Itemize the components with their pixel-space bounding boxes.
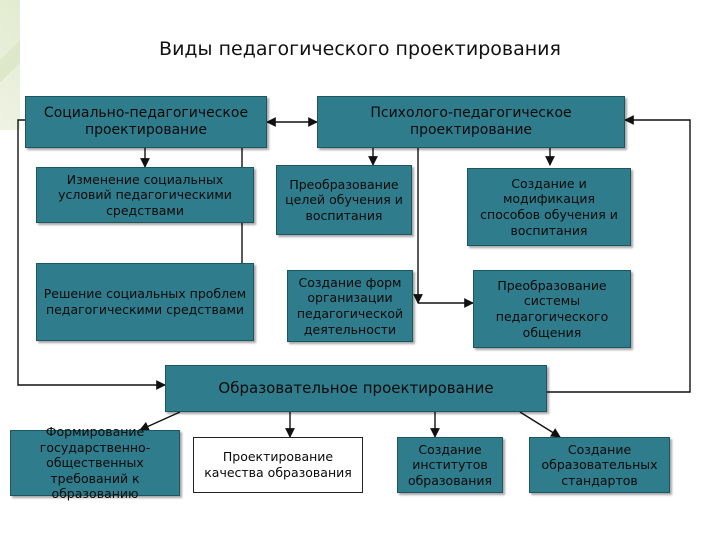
box-goals: Преобразование целей обучения и воспитан… <box>276 165 412 235</box>
arrow-psycho-educational <box>547 115 691 393</box>
box-social-conditions: Изменение социальных условий педагогичес… <box>36 167 254 223</box>
box-educational-design: Образовательное проектирование <box>165 365 547 412</box>
box-methods: Создание и модификация способов обучения… <box>467 168 631 246</box>
box-social-problems: Решение социальных проблем педагогически… <box>36 263 254 341</box>
box-forms: Создание форм организации педагогической… <box>287 270 413 342</box>
box-quality: Проектирование качества образования <box>193 437 363 493</box>
box-psycho-design: Психолого-педагогическое проектирование <box>317 96 625 148</box>
box-requirements: Формирование государственно-общественных… <box>10 424 180 501</box>
box-institutes: Создание институтов образования <box>397 437 503 493</box>
box-communication: Преобразование системы педагогического о… <box>473 270 631 348</box>
arrow-edu-standards <box>519 411 561 438</box>
diagram-title: Виды педагогического проектирования <box>159 38 561 60</box>
box-social-design: Социально-педагогическое проектирование <box>25 96 267 148</box>
arrow-social-educational <box>17 119 166 390</box>
corner-decoration <box>0 0 20 130</box>
arrow-edu-requirements <box>139 411 181 431</box>
box-standards: Создание образовательных стандартов <box>529 437 670 493</box>
